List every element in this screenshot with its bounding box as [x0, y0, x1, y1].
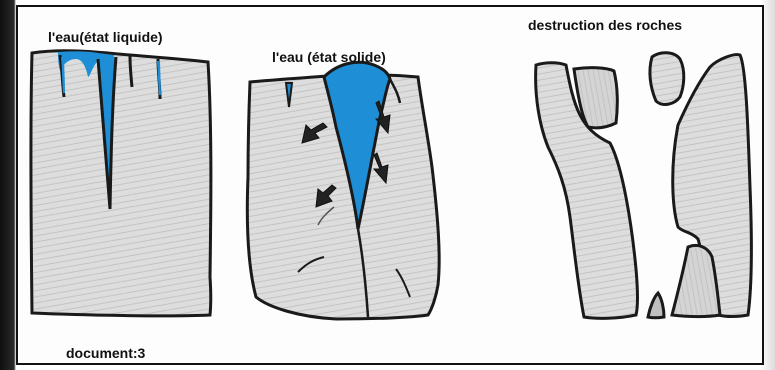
- label-rock-destruction: destruction des roches: [528, 17, 682, 33]
- label-solid-water: l'eau (état solide): [272, 49, 386, 65]
- rock-liquid-water: [31, 51, 211, 316]
- label-document-number: document:3: [66, 345, 145, 361]
- figure-frame: l'eau(état liquide) l'eau (état solide) …: [16, 5, 764, 365]
- label-liquid-water: l'eau(état liquide): [48, 29, 163, 45]
- rock-fragments: [536, 53, 752, 319]
- diagram-illustration: [18, 7, 762, 363]
- rock-solid-water: [247, 62, 439, 319]
